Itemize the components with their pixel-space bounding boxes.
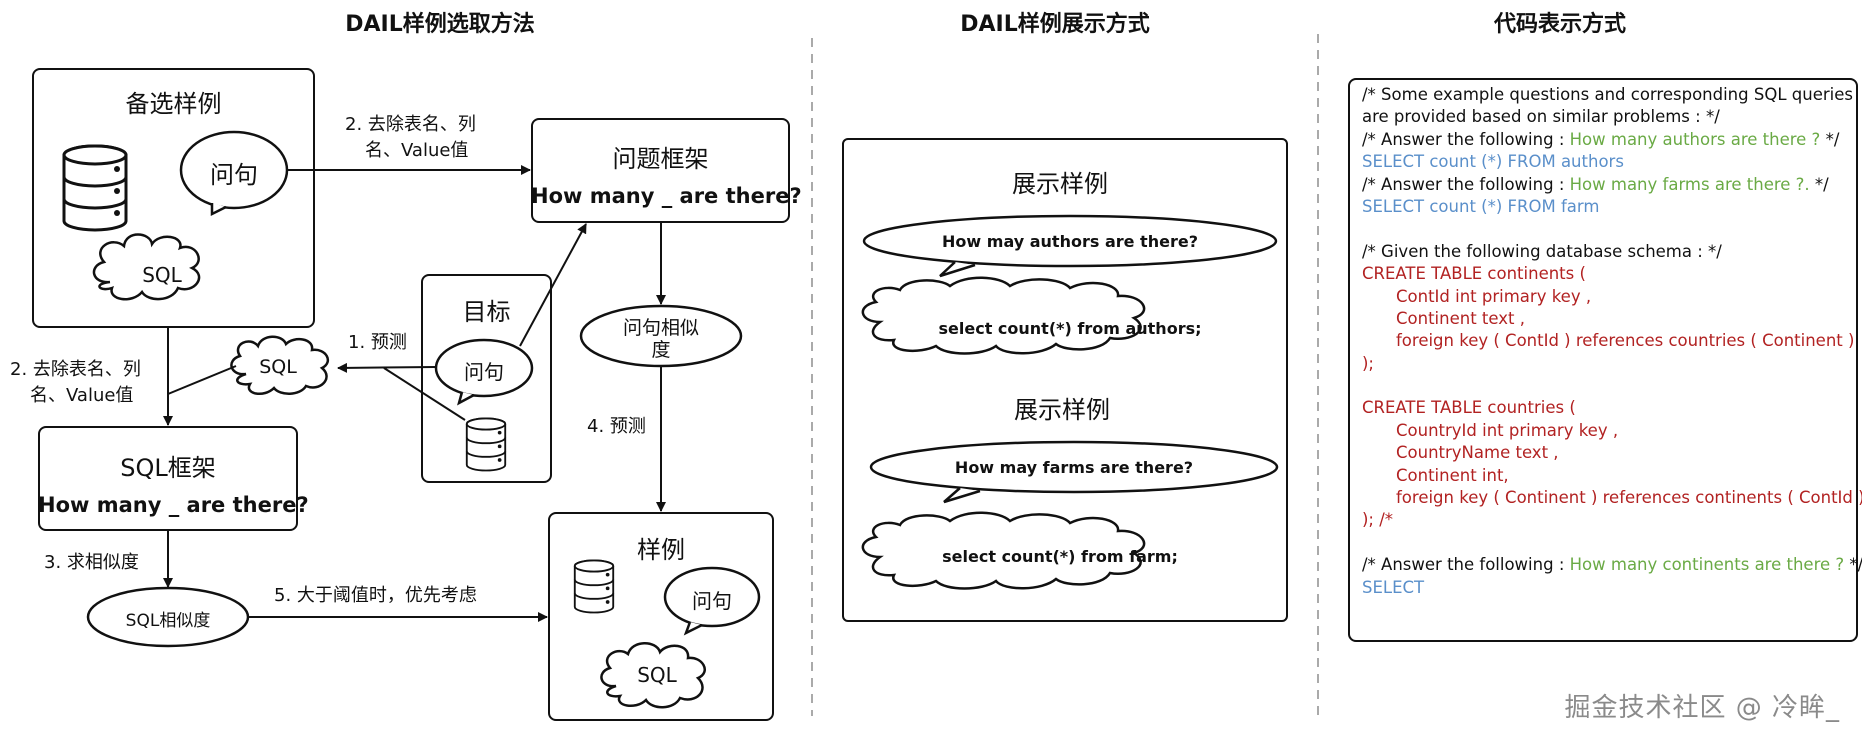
predicted-sql-label: SQL — [259, 356, 297, 378]
code-line: Continent text , — [1396, 308, 1525, 328]
question-frame-box — [531, 118, 790, 223]
show2-title: 展示样例 — [1014, 396, 1110, 424]
code-line: ContId int primary key , — [1396, 286, 1592, 306]
examples-question-label: 问句 — [692, 589, 732, 613]
sql-frame-title: SQL框架 — [120, 454, 216, 482]
code-line-blank — [1362, 375, 1862, 397]
code-line: ); — [1362, 353, 1374, 373]
code-line: SELECT — [1362, 577, 1425, 597]
show1-sql: select count(*) from authors; — [938, 319, 1202, 338]
sql-cloud-icon — [92, 233, 201, 301]
predicted-sql-cloud-icon — [230, 335, 330, 396]
target-question-bubble-icon — [434, 338, 534, 406]
show2-question: How may farms are there? — [954, 458, 1194, 477]
sql-similarity-label: SQL相似度 — [125, 611, 211, 631]
examples-sql-cloud-icon — [600, 642, 706, 709]
code-line: /* Some example questions and correspond… — [1362, 85, 1853, 104]
examples-sql-label: SQL — [637, 663, 677, 687]
code-line: /* Answer the following : How many autho… — [1362, 129, 1840, 149]
show2-question-bubble — [869, 440, 1279, 504]
code-line: /* Given the following database schema :… — [1362, 241, 1722, 261]
code-question-text: How many farms are there ?. — [1569, 174, 1810, 194]
show1-question: How may authors are there? — [942, 232, 1198, 251]
code-line: /* Answer the following : How many farms… — [1362, 174, 1829, 194]
candidate-examples-title: 备选样例 — [125, 90, 222, 118]
sql-frame-box — [38, 426, 298, 531]
question-bubble-icon — [179, 130, 289, 217]
show1-question-bubble — [862, 214, 1278, 278]
code-line: /* Answer the following : How many conti… — [1362, 555, 1862, 575]
left-section-title: DAIL样例选取方法 — [345, 12, 535, 37]
show2-sql: select count(*) from farm; — [942, 547, 1178, 566]
target-title: 目标 — [462, 298, 511, 326]
code-line: foreign key ( ContId ) references countr… — [1396, 331, 1855, 351]
code-block: /* Some example questions and correspond… — [1362, 84, 1862, 599]
show1-title: 展示样例 — [1012, 170, 1108, 198]
code-question-text: How many authors are there ? — [1569, 129, 1821, 149]
code-line: Continent int, — [1396, 465, 1509, 485]
middle-section-title: DAIL样例展示方式 — [960, 12, 1150, 37]
code-representation-panel — [1348, 78, 1858, 642]
code-question-text: How many continents are there ? — [1569, 555, 1845, 575]
show1-sql-cloud — [861, 276, 1146, 355]
step2-top-label-line1: 2. 去除表名、列 — [345, 114, 476, 135]
step2-left-label-line1: 2. 去除表名、列 — [10, 359, 141, 380]
question-frame-title: 问题框架 — [612, 145, 709, 173]
code-line: SELECT count (*) FROM farm — [1362, 196, 1600, 216]
target-question-label: 问句 — [464, 360, 504, 384]
step3-label: 3. 求相似度 — [44, 552, 139, 573]
step2-left-label-line2: 名、Value值 — [30, 385, 134, 406]
step1-label: 1. 预测 — [348, 332, 407, 353]
question-similarity-label-line1: 问句相似 — [622, 317, 699, 339]
candidate-sql-label: SQL — [142, 263, 182, 287]
code-line: CountryId int primary key , — [1396, 420, 1619, 440]
sql-frame-text: How many _ are there? — [38, 493, 309, 517]
right-section-title: 代码表示方式 — [1493, 12, 1626, 37]
code-line: ); /* — [1362, 510, 1394, 530]
code-line: SELECT count (*) FROM authors — [1362, 152, 1624, 172]
code-line: CREATE TABLE continents ( — [1362, 264, 1586, 284]
code-line: CountryName text , — [1396, 443, 1559, 463]
show2-sql-cloud — [861, 511, 1146, 590]
examples-question-bubble-icon — [663, 566, 761, 636]
code-line-blank — [1362, 218, 1862, 240]
code-line-blank — [1362, 532, 1862, 554]
code-line: foreign key ( Continent ) references con… — [1396, 488, 1862, 508]
step2-top-label-line2: 名、Value值 — [365, 140, 469, 161]
watermark: 掘金技术社区 @ 冷眸_ — [1564, 693, 1840, 723]
examples-title: 样例 — [637, 536, 685, 564]
question-frame-text: How many _ are there? — [531, 184, 802, 208]
code-line: are provided based on similar problems :… — [1362, 107, 1720, 127]
step5-label: 5. 大于阈值时，优先考虑 — [274, 585, 477, 606]
question-similarity-label-line2: 度 — [651, 339, 671, 361]
step4-label: 4. 预测 — [587, 416, 646, 437]
candidate-question-label: 问句 — [210, 161, 258, 189]
code-line: CREATE TABLE countries ( — [1362, 398, 1576, 418]
